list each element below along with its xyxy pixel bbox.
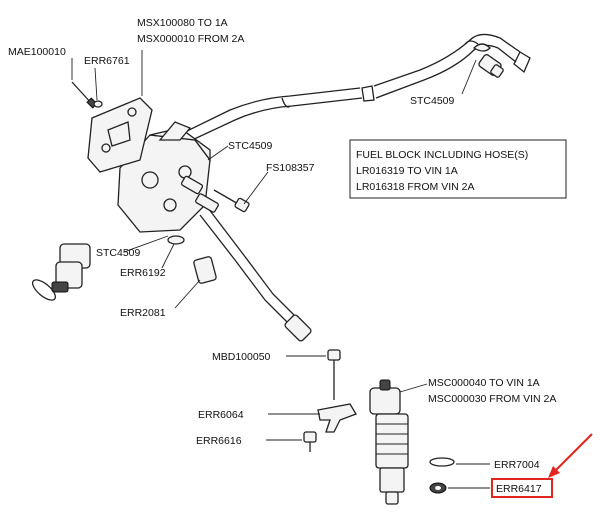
clamp-err6064 xyxy=(317,403,357,433)
feed-pipe xyxy=(199,207,312,342)
stud-err6616 xyxy=(303,431,317,452)
label-mae100010: MAE100010 xyxy=(8,46,66,58)
label-msc-1: MSC000040 TO VIN 1A xyxy=(428,377,540,389)
filter-err2081 xyxy=(193,256,217,284)
label-err2081: ERR2081 xyxy=(120,307,166,319)
injector-assembly xyxy=(369,379,409,505)
fuel-hose-assembly xyxy=(184,33,531,142)
label-err6064: ERR6064 xyxy=(198,409,244,421)
part-labels: MAE100010 ERR6761 MSX100080 TO 1A MSX000… xyxy=(8,17,556,495)
note-line-2: LR016319 TO VIN 1A xyxy=(356,165,458,177)
highlight-box xyxy=(491,478,553,498)
leader-lines xyxy=(71,50,490,489)
hose-clip xyxy=(472,43,491,52)
hose-end-fitting xyxy=(478,54,504,78)
pressure-sensor xyxy=(31,243,91,301)
label-err6616: ERR6616 xyxy=(196,435,242,447)
note-box: FUEL BLOCK INCLUDING HOSE(S) LR016319 TO… xyxy=(349,139,567,199)
note-line-3: LR016318 FROM VIN 2A xyxy=(356,181,474,193)
label-stc4509-left: STC4509 xyxy=(96,247,141,259)
o-ring-err6192 xyxy=(167,235,185,245)
label-fs108357: FS108357 xyxy=(266,162,315,174)
circlip-err7004 xyxy=(429,457,455,467)
label-err6417: ERR6417 xyxy=(496,483,542,495)
label-stc4509-mid: STC4509 xyxy=(228,140,273,152)
washer-err6417 xyxy=(429,482,447,494)
washer-err6761 xyxy=(93,100,103,108)
label-stc4509-hose: STC4509 xyxy=(410,95,455,107)
label-err7004: ERR7004 xyxy=(494,459,540,471)
label-msc-2: MSC000030 FROM VIN 2A xyxy=(428,393,556,405)
label-msx-1: MSX100080 TO 1A xyxy=(137,17,228,29)
label-mbd100050: MBD100050 xyxy=(212,351,271,363)
bolt-mbd100050 xyxy=(327,349,341,400)
label-err6192: ERR6192 xyxy=(120,267,166,279)
bolt-mae100010 xyxy=(71,81,98,109)
highlight-arrow-shaft xyxy=(551,433,593,475)
highlight-arrow-head xyxy=(548,466,560,478)
label-msx-2: MSX000010 FROM 2A xyxy=(137,33,244,45)
note-line-1: FUEL BLOCK INCLUDING HOSE(S) xyxy=(356,149,528,161)
gasket-plate xyxy=(87,97,153,173)
label-err6761: ERR6761 xyxy=(84,55,130,67)
highlight-annotation xyxy=(491,433,593,498)
